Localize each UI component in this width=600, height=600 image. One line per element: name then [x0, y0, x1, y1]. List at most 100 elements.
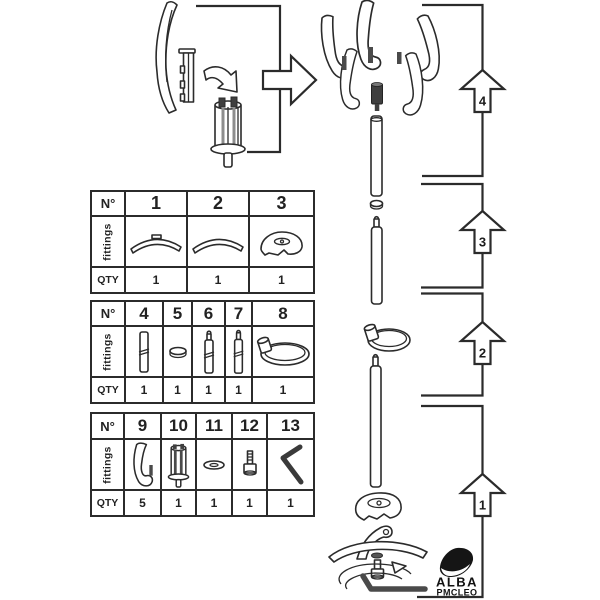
allen-key-icon [360, 573, 428, 592]
qty-value: 1 [164, 378, 193, 402]
fitting-cell [164, 327, 193, 378]
step-4-up-arrow-icon [458, 68, 507, 114]
pole-tube-with-stud-long-icon [369, 353, 382, 488]
washer-icon [203, 459, 225, 470]
umbrella-ring-icon [256, 336, 310, 366]
base-cover-dome-icon [354, 492, 402, 521]
fittings-label: fittings [92, 217, 126, 268]
rotation-arrow-icon [338, 563, 412, 585]
screw-bolt-icon [242, 449, 257, 476]
qty-value: 1 [287, 496, 294, 510]
qty-value: 1 [279, 383, 287, 397]
fastening-detail [338, 552, 428, 592]
qty-value: 1 [278, 273, 285, 287]
step-2-bracket [421, 292, 484, 397]
fitting-cell [125, 440, 162, 491]
coat-hook-icon [398, 51, 426, 117]
base-feet [328, 525, 428, 563]
detail-hook-blade-icon [155, 0, 178, 114]
step-3-bracket [421, 182, 484, 289]
part-number: 7 [226, 302, 253, 327]
part-number: 2 [188, 192, 250, 217]
fitting-cell [233, 440, 268, 491]
spacer-disc-icon [369, 199, 384, 210]
hook-connector-icon [371, 82, 383, 111]
part-number: 9 [125, 414, 162, 440]
qty-label: QTY [92, 378, 126, 402]
hooks-cluster [316, 0, 445, 117]
step-2-number: 2 [479, 346, 486, 361]
curved-foot-icon [192, 238, 244, 254]
part-number: 11 [197, 414, 233, 440]
qty-value: 5 [125, 491, 162, 515]
big-right-arrow-icon [261, 53, 318, 107]
pole-tube-icon [138, 330, 150, 373]
step-1-number: 1 [479, 498, 486, 513]
step-4-number: 4 [479, 94, 487, 109]
parts-table-1: N° 1 2 3 fittings QTY 1 1 1 [90, 190, 315, 294]
step-3-number: 3 [479, 235, 486, 250]
fitting-cell [188, 217, 250, 268]
spacer-disc-icon [168, 346, 187, 358]
hook-connector-icon [167, 443, 190, 488]
logo-model-text: PMCLEO [437, 588, 478, 598]
qty-value: 1 [193, 378, 226, 402]
part-number: 4 [126, 302, 164, 327]
curved-foot-with-pad-icon [130, 233, 182, 254]
no-label: N° [92, 414, 125, 440]
fitting-cell [226, 327, 253, 378]
part-number: 3 [250, 192, 313, 217]
part-number: 6 [193, 302, 226, 327]
fitting-cell [126, 327, 164, 378]
allen-key-icon [280, 444, 303, 484]
fitting-cell [253, 327, 313, 378]
fittings-label: fittings [92, 440, 125, 491]
part-number: 8 [253, 302, 313, 327]
qty-value: 1 [126, 268, 188, 292]
umbrella-ring-icon [363, 323, 411, 352]
fitting-cell [126, 217, 188, 268]
qty-label: QTY [92, 491, 125, 515]
qty-value: 1 [197, 491, 233, 515]
curved-down-arrow-icon [203, 66, 238, 93]
qty-value: 1 [188, 268, 250, 292]
detail-inset-drawing [155, 0, 246, 168]
qty-label: QTY [92, 268, 126, 292]
fitting-cell [250, 217, 313, 268]
qty-value: 1 [226, 378, 253, 402]
fitting-cell [197, 440, 233, 491]
fitting-cell [162, 440, 197, 491]
step-arrows: 4 3 2 1 [458, 68, 507, 518]
qty-value: 1 [126, 378, 164, 402]
no-label: N° [92, 302, 126, 327]
no-label: N° [92, 192, 126, 217]
step-1-up-arrow-icon [458, 472, 507, 518]
pole-tube-with-stud-icon [370, 215, 383, 305]
pole-tube-icon [370, 115, 383, 197]
part-number: 5 [164, 302, 193, 327]
part-number: 12 [233, 414, 268, 440]
parts-table-3: N° 9 10 11 12 13 fittings [90, 412, 315, 517]
exploded-view [316, 0, 445, 592]
fitting-cell [193, 327, 226, 378]
part-number: 13 [268, 414, 313, 440]
base-cover-dome-icon [259, 230, 303, 256]
pole-tube-with-stud-icon [203, 329, 214, 374]
detail-connector-icon [210, 96, 246, 168]
part-number: 10 [162, 414, 197, 440]
logo-brand-text: ALBA [436, 575, 478, 590]
base-arc-foot-icon [328, 540, 428, 563]
qty-value: 1 [162, 491, 197, 515]
coat-hook-icon [133, 441, 154, 487]
qty-value: 1 [233, 491, 268, 515]
step-brackets [417, 3, 484, 599]
brand-logo: ALBA PMCLEO [436, 547, 478, 598]
part-number: 1 [126, 192, 188, 217]
parts-table-2: N° 4 5 6 7 8 fittings [90, 300, 315, 404]
step-2-up-arrow-icon [458, 320, 507, 366]
pole-tube-with-stud-long-icon [233, 329, 244, 374]
fittings-label: fittings [92, 327, 126, 378]
screw-bolt-icon [370, 559, 385, 580]
